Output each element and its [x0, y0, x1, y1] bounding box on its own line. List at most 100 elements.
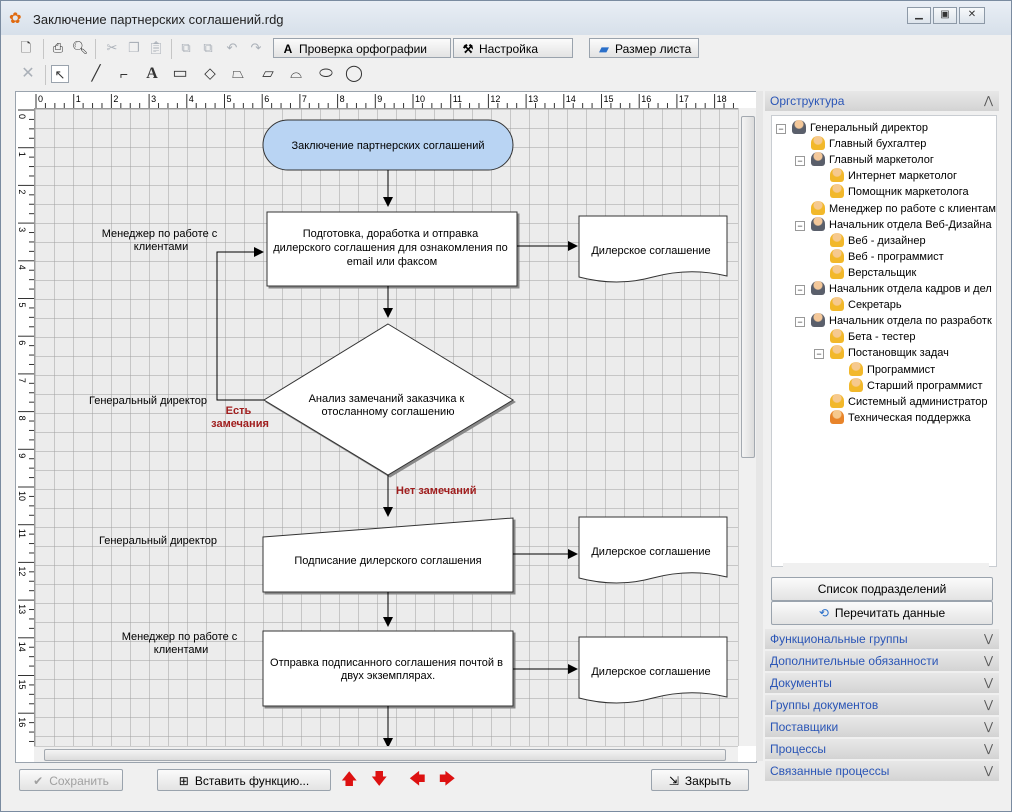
ellipse-icon[interactable]: ◯	[345, 65, 363, 82]
tree-node[interactable]: Программист	[849, 361, 935, 378]
print-preview-icon[interactable]: 🔍︎	[71, 40, 89, 55]
tree-node[interactable]: Интернет маркетолог	[830, 168, 957, 184]
step-send-by-mail[interactable]	[262, 630, 514, 707]
section-header[interactable]: Функциональные группы⋁	[765, 629, 999, 649]
tree-node[interactable]: Начальник отдела кадров и дел	[811, 281, 992, 297]
ruler-tick-label: 10	[415, 94, 425, 104]
section-header[interactable]: Документы⋁	[765, 673, 999, 693]
delete-icon[interactable]: ✕	[21, 65, 35, 82]
close-window-button[interactable]: ✕	[959, 7, 985, 24]
reread-data-button[interactable]: ⟲Перечитать данные	[771, 601, 993, 625]
departments-list-button[interactable]: Список подразделений	[771, 577, 993, 601]
tree-node[interactable]: Главный маркетолог	[811, 152, 934, 168]
diagram-canvas[interactable]: Заключение партнерских соглашений Подгот…	[35, 109, 738, 749]
section-header[interactable]: Процессы⋁	[765, 739, 999, 759]
collapse-toggle-icon[interactable]: −	[776, 124, 786, 134]
maximize-button[interactable]: ▣	[933, 7, 957, 24]
document-dealer-agreement-1[interactable]	[578, 215, 728, 283]
bottom-bar: ✔Сохранить ⊞Вставить функцию... 🡅 🡇 🡄 🡆 …	[15, 765, 759, 795]
step-sign-agreement[interactable]	[262, 517, 514, 593]
rectangle-icon[interactable]: ▭	[172, 65, 188, 82]
scroll-thumb[interactable]	[741, 116, 755, 458]
org-structure-header[interactable]: Оргструктура ⋀	[765, 91, 999, 111]
tree-node[interactable]: Начальник отдела Веб-Дизайна	[811, 216, 992, 233]
tree-node[interactable]: Постановщик задач	[830, 345, 949, 361]
tree-node[interactable]: Системный администратор	[830, 393, 988, 410]
close-button[interactable]: ⇲Закрыть	[651, 769, 749, 791]
employee-icon	[830, 297, 844, 312]
collapse-toggle-icon[interactable]: −	[795, 220, 805, 231]
document-dealer-agreement-2[interactable]	[578, 516, 728, 584]
employee-icon	[830, 393, 844, 408]
tree-node[interactable]: Веб - программист	[830, 248, 944, 265]
new-document-icon[interactable]: 🗋	[20, 40, 32, 55]
insert-function-button[interactable]: ⊞Вставить функцию...	[157, 769, 331, 791]
save-button[interactable]: ✔Сохранить	[19, 769, 123, 791]
cut-icon[interactable]: ✂	[106, 40, 118, 55]
settings-button[interactable]: ⚒Настройка	[453, 38, 573, 58]
arrow-down-icon[interactable]: 🡇	[371, 771, 388, 788]
section-header[interactable]: Поставщики⋁	[765, 717, 999, 737]
employee-icon	[830, 248, 844, 263]
section-header[interactable]: Группы документов⋁	[765, 695, 999, 715]
manual-input-icon[interactable]: ⏢	[231, 65, 244, 82]
scroll-thumb[interactable]	[44, 749, 726, 761]
tree-node[interactable]: Техническая поддержка	[830, 409, 971, 426]
section-header[interactable]: Дополнительные обязанности⋁	[765, 651, 999, 671]
tree-node-label: Интернет маркетолог	[848, 170, 958, 183]
bring-forward-icon[interactable]: ⧉	[181, 40, 191, 55]
expand-icon: ⋁	[983, 633, 993, 645]
section-header[interactable]: Связанные процессы⋁	[765, 761, 999, 781]
undo-icon[interactable]: ↶	[226, 40, 238, 55]
step-sign-label: Подписание дилерского соглашения	[294, 555, 481, 567]
tree-node-label: Начальник отдела по разработк	[829, 315, 992, 328]
parallelogram-icon[interactable]: ▱	[262, 65, 274, 82]
vertical-scrollbar[interactable]	[738, 108, 756, 746]
step-prepare-agreement[interactable]	[266, 211, 518, 287]
tree-node[interactable]: Помощник маркетолога	[830, 184, 969, 200]
step-prepare-line2: дилерского соглашения для ознакомления п…	[273, 242, 507, 254]
copy-icon[interactable]: ❐	[128, 40, 140, 55]
document-shape-icon[interactable]: ⌓	[290, 65, 302, 82]
ruler-tick-label: 14	[566, 94, 576, 104]
print-icon[interactable]: ⎙	[52, 40, 64, 55]
collapse-toggle-icon[interactable]: −	[795, 285, 805, 295]
horizontal-scrollbar[interactable]	[34, 746, 738, 762]
tree-node[interactable]: Старший программист	[849, 377, 983, 394]
page-size-button[interactable]: ▰Размер листа	[589, 38, 699, 58]
tree-horizontal-scrollbar[interactable]	[783, 563, 989, 577]
arrow-left-icon[interactable]: 🡄	[409, 771, 426, 788]
connector-icon[interactable]: ⌐	[119, 66, 129, 82]
tree-node[interactable]: Веб - дизайнер	[830, 232, 926, 249]
line-icon[interactable]: ╱	[91, 65, 101, 82]
text-icon[interactable]: A	[146, 65, 158, 82]
document-dealer-agreement-3[interactable]	[578, 636, 728, 704]
collapse-toggle-icon[interactable]: −	[795, 317, 805, 328]
tree-node[interactable]: Бета - тестер	[830, 329, 915, 345]
redo-icon[interactable]: ↷	[250, 40, 262, 55]
arrow-up-icon[interactable]: 🡅	[341, 771, 358, 788]
tree-node[interactable]: Секретарь	[830, 297, 902, 313]
tree-node[interactable]: Главный бухгалтер	[811, 136, 926, 152]
pointer-icon[interactable]: ↖	[51, 65, 69, 83]
director-icon	[811, 152, 825, 167]
panel-splitter[interactable]	[756, 91, 763, 761]
toolbar-separator	[43, 39, 44, 59]
settings-label: Настройка	[479, 42, 539, 56]
tree-node[interactable]: Менеджер по работе с клиентам	[811, 200, 996, 217]
minimize-button[interactable]: ▁	[907, 7, 931, 24]
terminator-icon[interactable]: ⬭	[319, 65, 333, 82]
collapse-toggle-icon[interactable]: −	[795, 156, 805, 167]
tree-node[interactable]: Верстальщик	[830, 264, 916, 281]
collapse-toggle-icon[interactable]: −	[814, 349, 824, 360]
arrow-right-icon[interactable]: 🡆	[439, 771, 456, 788]
send-backward-icon[interactable]: ⧉	[203, 40, 213, 55]
diamond-icon[interactable]: ◇	[204, 65, 216, 82]
paste-icon[interactable]: 📋︎	[147, 40, 165, 55]
tree-node[interactable]: Генеральный директор	[792, 120, 928, 136]
tree-node[interactable]: Начальник отдела по разработк	[811, 313, 992, 329]
section-title: Связанные процессы	[770, 764, 890, 778]
